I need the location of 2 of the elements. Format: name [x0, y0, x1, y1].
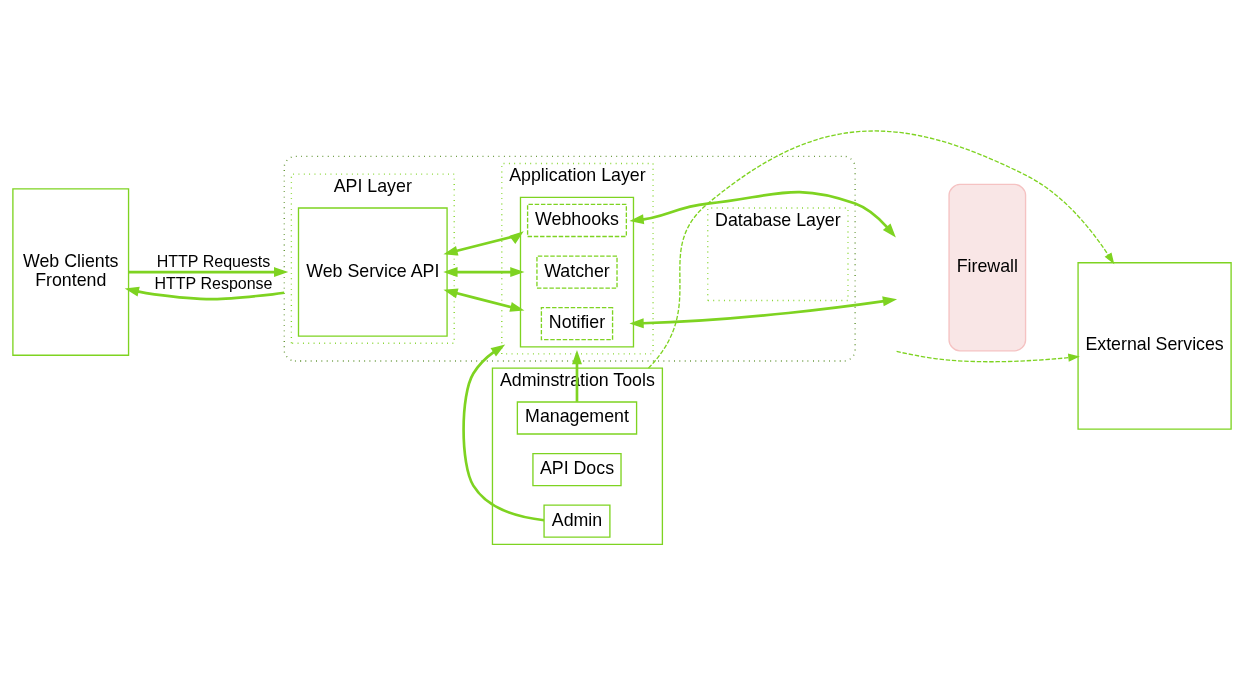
edge-label: HTTP Response — [154, 275, 273, 293]
edge-label: HTTP Requests — [156, 253, 271, 271]
